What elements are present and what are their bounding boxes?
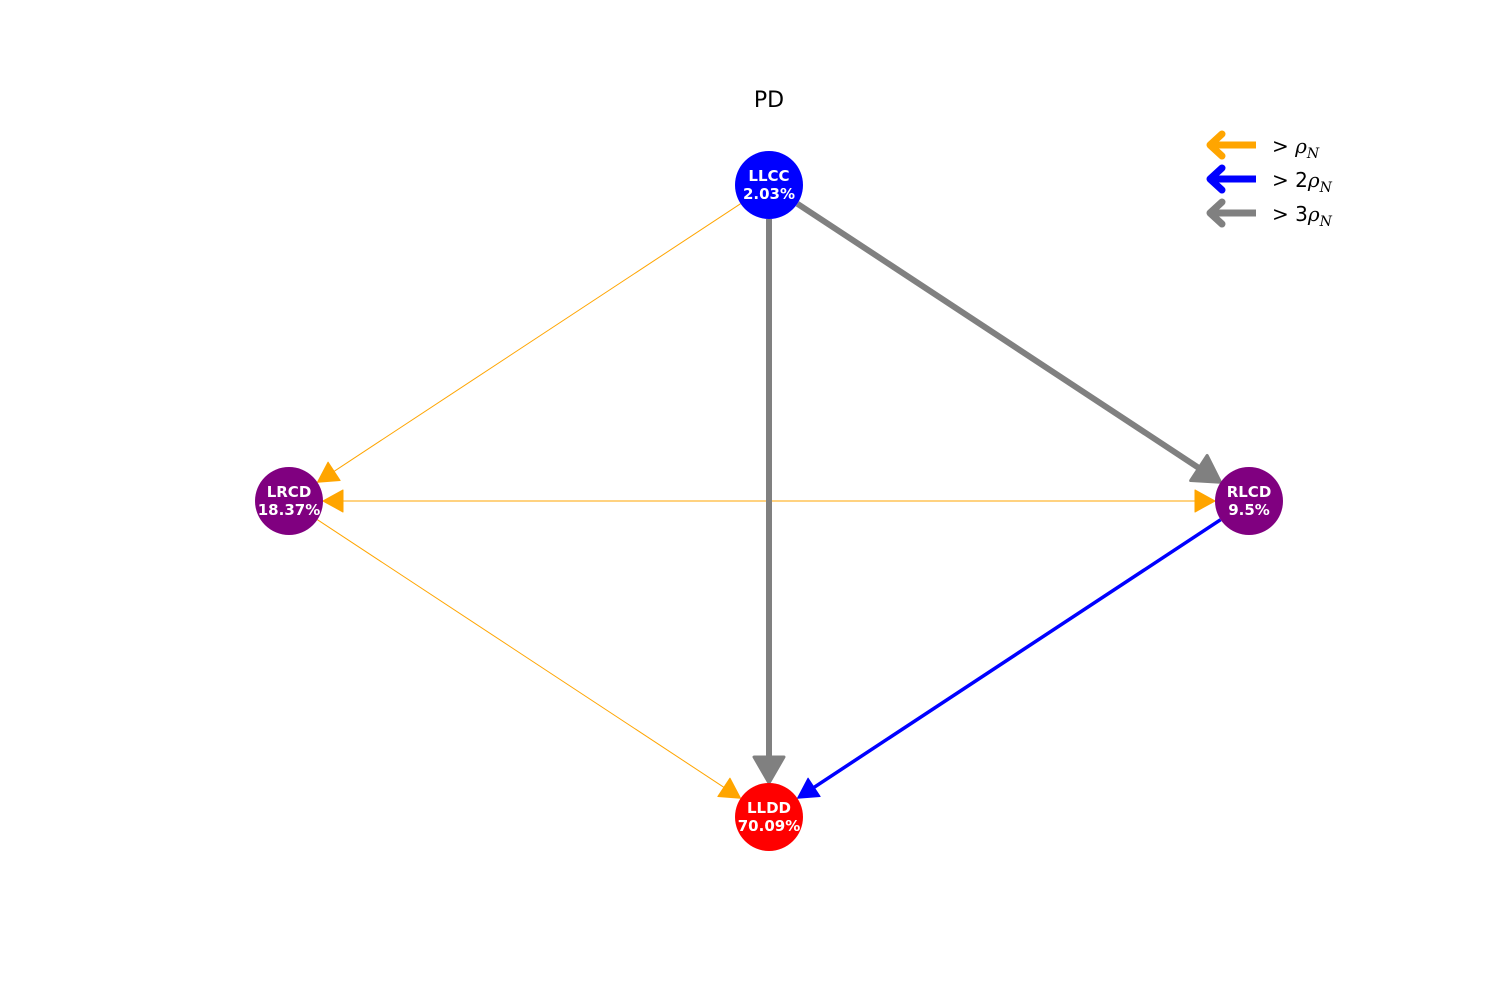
edge-rlcd-to-lldd xyxy=(796,518,1222,799)
edge-arrowhead xyxy=(316,461,341,483)
legend-label: > ρN xyxy=(1272,134,1320,162)
legend-prefix: > xyxy=(1272,202,1295,226)
legend-label: > 3ρN xyxy=(1272,202,1333,230)
edge-arrowhead xyxy=(796,777,821,799)
legend-prefix: > xyxy=(1272,134,1295,158)
node-circle xyxy=(255,467,323,535)
edge-arrowhead xyxy=(1194,489,1216,513)
legend-item-level-3: > 3ρN xyxy=(1206,198,1333,230)
legend-item-level-1: > ρN xyxy=(1206,130,1320,162)
node-label: RLCD xyxy=(1227,483,1272,501)
node-label: LLCC xyxy=(748,167,789,185)
edge-line xyxy=(811,518,1222,790)
edge-arrowhead xyxy=(752,755,786,785)
edge-line xyxy=(332,203,741,473)
legend-prefix: > xyxy=(1272,168,1295,192)
edge-line xyxy=(317,519,726,789)
node-value: 2.03% xyxy=(743,185,795,203)
edge-llcc-to-lldd xyxy=(752,219,786,785)
legend-multiplier: 3 xyxy=(1295,202,1308,226)
edge-lrcd-to-rlcd xyxy=(323,489,1216,513)
legend-symbol: ρ xyxy=(1307,202,1320,226)
legend-subscript: N xyxy=(1319,214,1333,230)
node-value: 18.37% xyxy=(258,501,320,519)
edge-llcc-to-lrcd xyxy=(316,203,741,483)
legend-arrow-head-icon xyxy=(1206,164,1226,194)
node-circle xyxy=(735,783,803,851)
node-circle xyxy=(1215,467,1283,535)
legend-item-level-2: > 2ρN xyxy=(1206,164,1333,196)
diagram-title: PD xyxy=(754,88,784,113)
legend-subscript: N xyxy=(1306,146,1320,162)
legend-label: > 2ρN xyxy=(1272,168,1333,196)
node-label: LRCD xyxy=(267,483,312,501)
edge-line xyxy=(795,201,1203,472)
edge-llcc-to-rlcd xyxy=(795,201,1223,484)
node-circle xyxy=(735,151,803,219)
edge-lrcd-to-lldd xyxy=(317,519,742,799)
edges-layer xyxy=(316,201,1223,799)
legend-symbol: ρ xyxy=(1307,168,1320,192)
legend-symbol: ρ xyxy=(1294,134,1307,158)
legend: > ρN> 2ρN> 3ρN xyxy=(1206,130,1333,230)
node-value: 70.09% xyxy=(738,817,800,835)
legend-subscript: N xyxy=(1319,180,1333,196)
legend-multiplier: 2 xyxy=(1295,168,1308,192)
legend-arrow-head-icon xyxy=(1206,198,1226,228)
node-value: 9.5% xyxy=(1228,501,1270,519)
edge-arrowhead xyxy=(717,777,742,799)
legend-arrow-head-icon xyxy=(1206,130,1226,160)
edge-arrowhead xyxy=(1189,453,1223,484)
node-label: LLDD xyxy=(747,799,791,817)
